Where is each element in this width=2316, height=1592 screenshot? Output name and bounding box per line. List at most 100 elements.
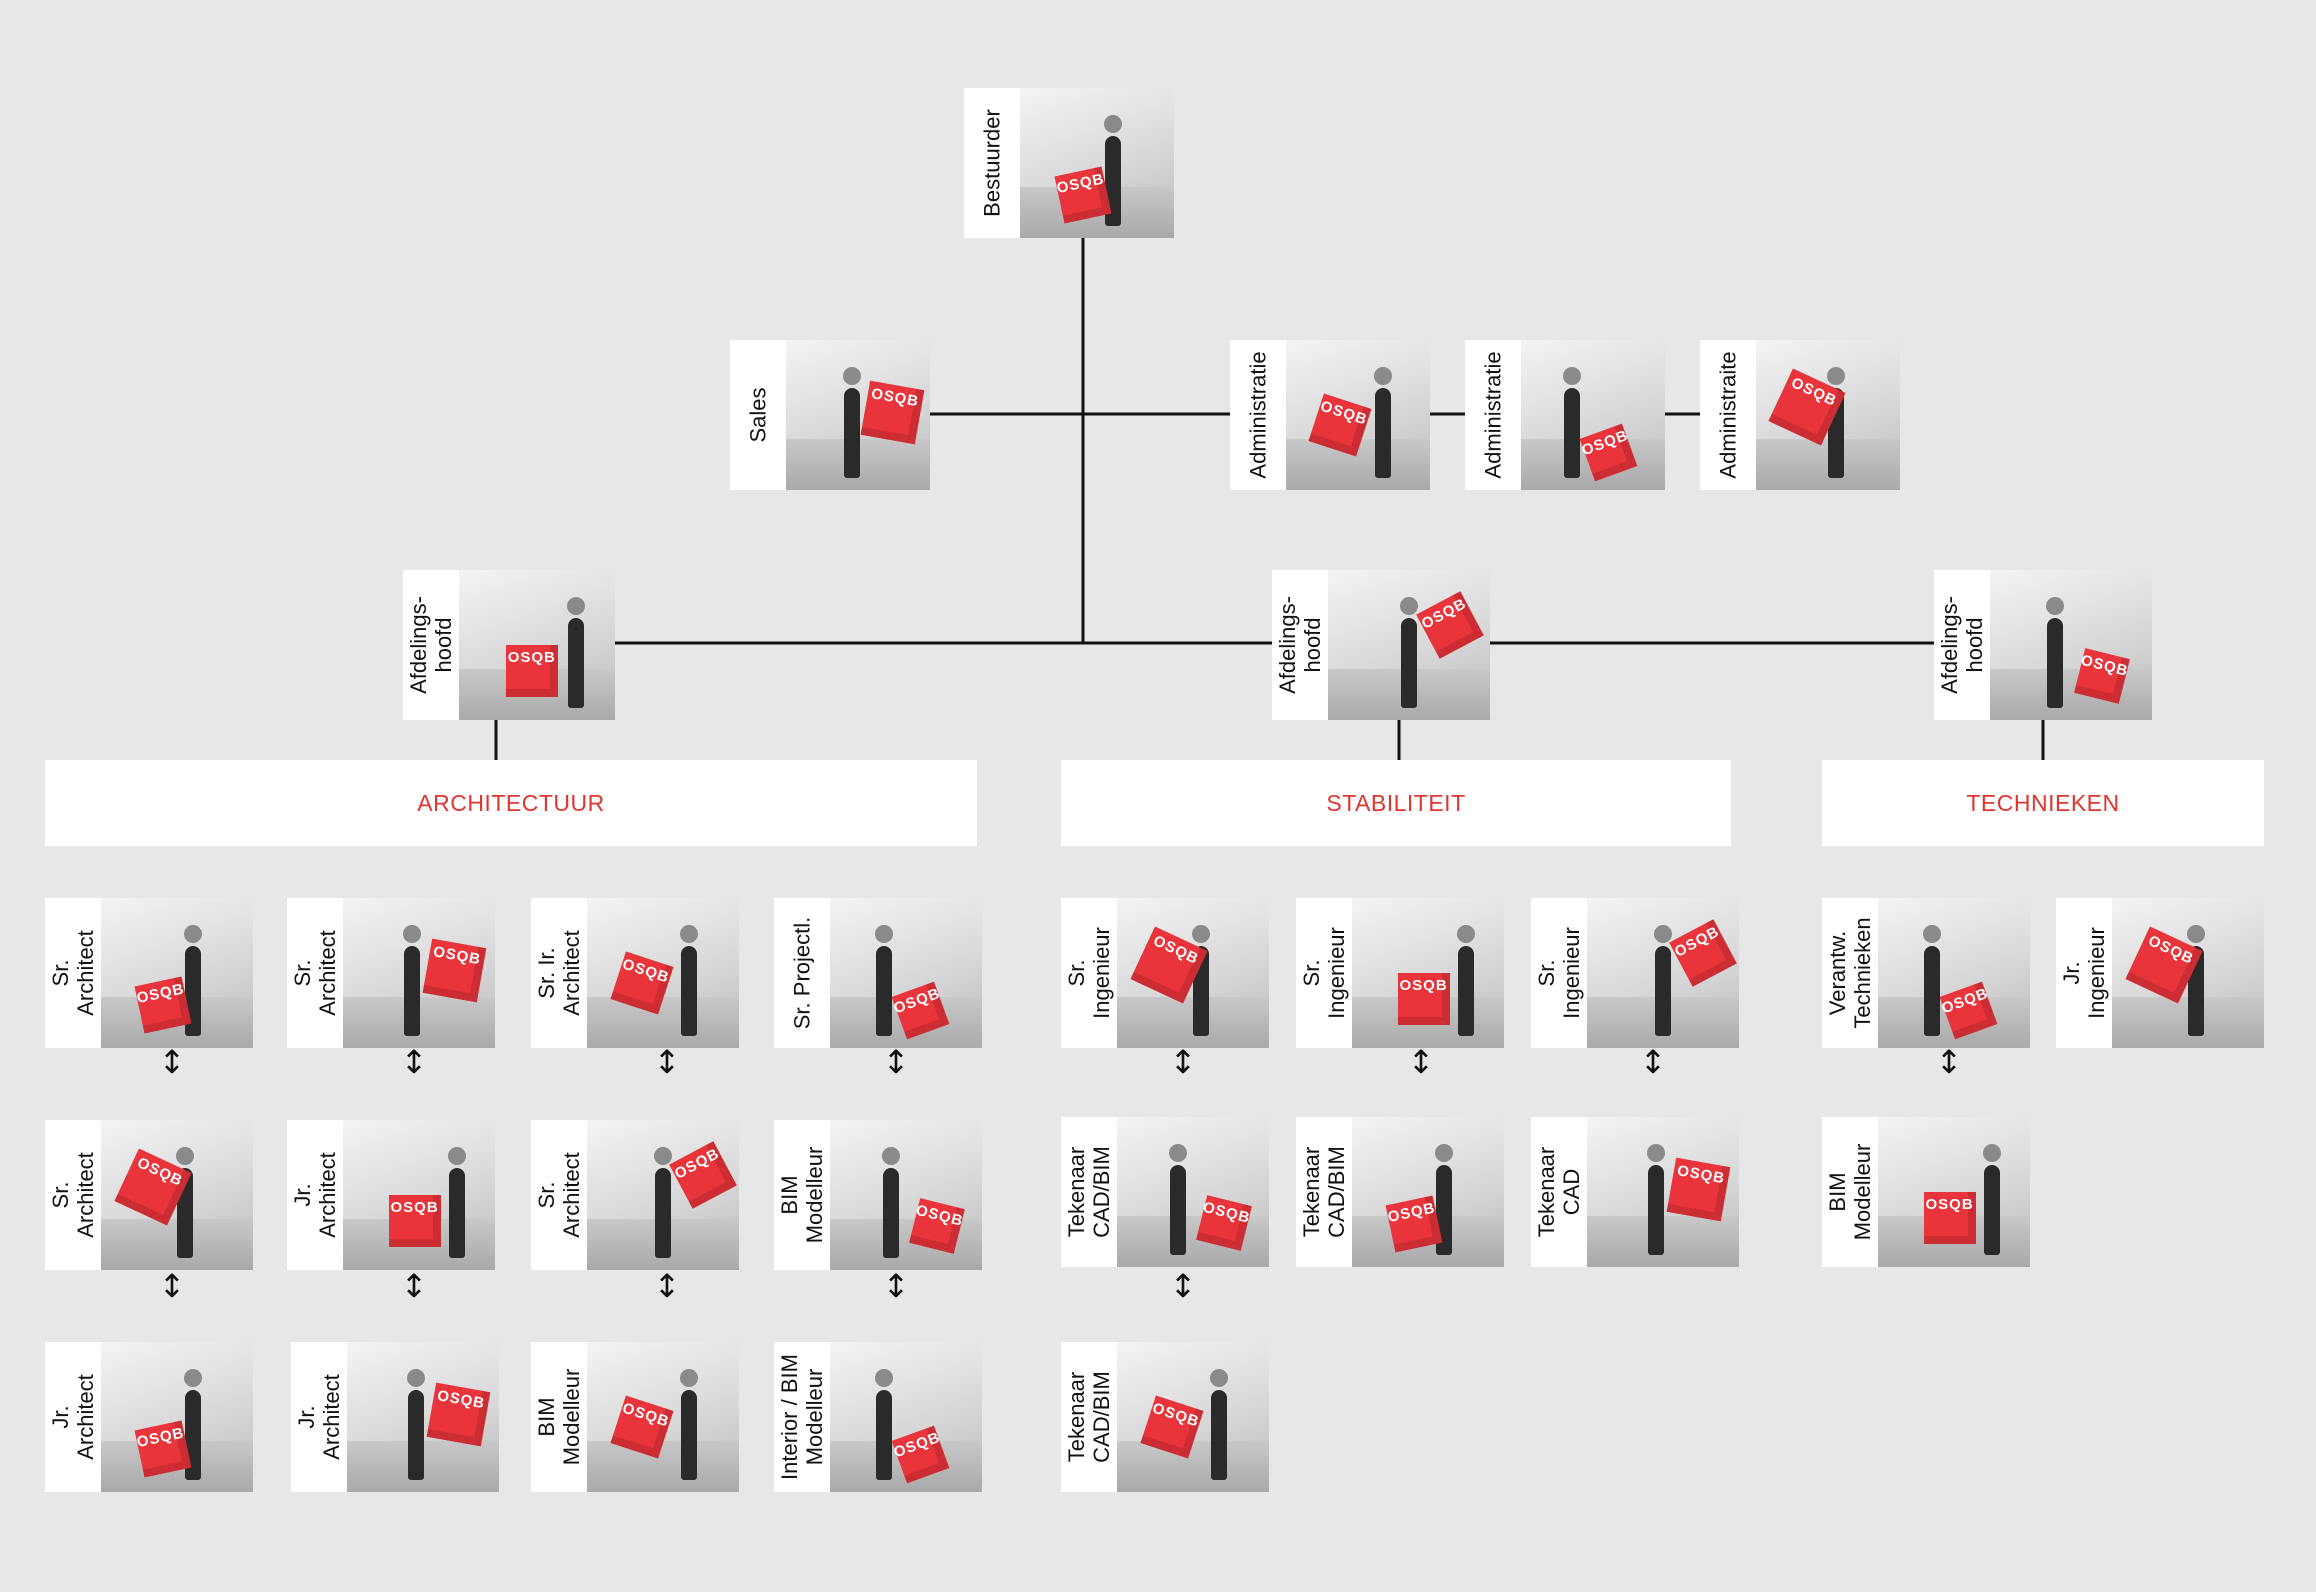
person-card-head-stabiliteit[interactable]: Afdelings- hoofd OSQB [1272, 570, 1490, 720]
double-arrow-icon: ↕ [882, 1043, 910, 1081]
double-arrow-icon: ↕ [400, 1043, 428, 1081]
person-silhouette [1647, 1165, 1664, 1255]
role-label: Jr. Architect [45, 1342, 101, 1492]
role-label-text: Sr. Ingenieur [1299, 927, 1349, 1019]
person-photo: OSQB [1352, 1117, 1504, 1267]
role-label: BIM Modelleur [1822, 1117, 1878, 1267]
person-photo: OSQB [1117, 1117, 1269, 1267]
department-header-technieken: TECHNIEKEN [1822, 760, 2264, 846]
person-head [1654, 925, 1673, 943]
person-silhouette [1400, 618, 1417, 708]
double-arrow-icon: ↕ [882, 1267, 910, 1305]
role-label: Sr. Architect [287, 898, 343, 1048]
osqb-cube-icon: OSQB [1923, 1192, 1976, 1244]
person-photo: OSQB [1878, 898, 2030, 1048]
person-silhouette [1655, 946, 1672, 1036]
role-label: Sales [730, 340, 786, 490]
person-head [448, 1147, 467, 1165]
person-silhouette [875, 946, 892, 1036]
person-photo: OSQB [343, 1120, 495, 1270]
double-arrow-icon: ↕ [1169, 1043, 1197, 1081]
person-photo: OSQB [2112, 898, 2264, 1048]
person-head [2187, 925, 2205, 943]
person-head [680, 1369, 699, 1387]
role-label-text: Jr. Architect [294, 1374, 344, 1460]
role-label: Sr. Architect [531, 1120, 587, 1270]
person-photo: OSQB [1878, 1117, 2030, 1267]
person-photo: OSQB [1352, 898, 1504, 1048]
person-photo: OSQB [1328, 570, 1490, 720]
person-silhouette [655, 1168, 672, 1258]
role-label: Afdelings- hoofd [403, 570, 459, 720]
person-silhouette [1984, 1165, 2001, 1255]
role-label-text: Sr. Architect [48, 1152, 98, 1238]
person-photo: OSQB [830, 1120, 982, 1270]
department-title: TECHNIEKEN [1966, 789, 2120, 816]
person-photo: OSQB [830, 898, 982, 1048]
person-head [1827, 367, 1845, 385]
role-label-text: Tekenaar CAD/BIM [1064, 1371, 1114, 1463]
osqb-cube-icon: OSQB [134, 1420, 192, 1477]
person-silhouette [883, 1168, 900, 1258]
role-label: Afdelings- hoofd [1934, 570, 1990, 720]
person-head [1192, 925, 1210, 943]
department-title: ARCHITECTUUR [417, 789, 605, 816]
person-photo: OSQB [1521, 340, 1665, 490]
person-photo: OSQB [1756, 340, 1900, 490]
person-photo: OSQB [587, 1120, 739, 1270]
osqb-cube-icon: OSQB [1416, 591, 1484, 659]
person-silhouette [875, 1390, 892, 1480]
person-head [1374, 367, 1393, 385]
role-label: Tekenaar CAD [1531, 1117, 1587, 1267]
person-card-admin-1[interactable]: Administratie OSQB [1230, 340, 1430, 490]
person-silhouette [681, 1390, 698, 1480]
role-label-text: Jr. Ingenieur [2059, 927, 2109, 1019]
person-head [183, 925, 202, 943]
role-label: Tekenaar CAD/BIM [1061, 1342, 1117, 1492]
role-label-text: Sr. Ingenieur [1534, 927, 1584, 1019]
person-photo: OSQB [101, 898, 253, 1048]
role-label: Jr. Architect [287, 1120, 343, 1270]
double-arrow-icon: ↕ [158, 1043, 186, 1081]
person-photo: OSQB [1587, 898, 1739, 1048]
person-photo: OSQB [101, 1342, 253, 1492]
osqb-cube-icon: OSQB [1397, 973, 1450, 1025]
role-label-text: Afdelings- hoofd [1275, 596, 1325, 694]
person-head [1983, 1144, 2002, 1162]
person-head [1210, 1369, 1229, 1387]
person-card-a4[interactable]: Sr. Projectl.OSQB [774, 898, 982, 1048]
person-photo: OSQB [1117, 898, 1269, 1048]
role-label-text: Administratie [1245, 351, 1271, 479]
person-photo: OSQB [1286, 340, 1430, 490]
role-label-text: Jr. Architect [290, 1152, 340, 1238]
person-photo: OSQB [343, 898, 495, 1048]
